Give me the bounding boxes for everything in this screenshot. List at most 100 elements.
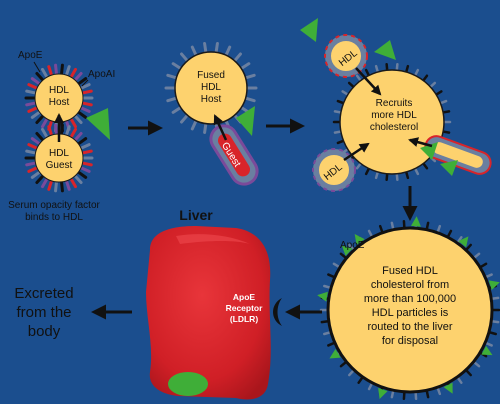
hdl-guest-label-1: HDL xyxy=(49,148,69,159)
guest-into-host-arrow xyxy=(213,114,228,141)
guest-apolipoprotein-spike xyxy=(41,178,48,189)
guest-apolipoprotein-spike xyxy=(25,161,37,167)
guest-apolipoprotein-spike xyxy=(30,171,41,179)
guest-apolipoprotein-spike xyxy=(54,123,58,135)
guest-apolipoprotein-spike xyxy=(65,125,71,136)
guest-apolipoprotein-spike xyxy=(60,123,64,135)
apoe-green-protein xyxy=(481,345,493,356)
apoe-green-protein xyxy=(354,234,365,246)
gallbladder xyxy=(168,372,208,396)
apoe-green-protein xyxy=(488,280,500,290)
stage-big-fused: ApoE Fused HDL cholesterol from more tha… xyxy=(317,216,500,401)
guest-apolipoprotein-spike xyxy=(27,166,38,173)
guest-apolipoprotein-spike xyxy=(35,131,44,141)
receptor-label-2: Receptor xyxy=(226,303,264,313)
recruits-label-3: cholesterol xyxy=(370,122,418,133)
guest-apolipoprotein-spike xyxy=(35,175,44,185)
big-particle-spikes xyxy=(317,216,500,401)
apoe-green-protein xyxy=(410,216,421,227)
apoai-pointer xyxy=(81,79,89,87)
small-hdl-bottom xyxy=(313,149,355,191)
hdl-host-label-1: HDL xyxy=(49,85,69,96)
host-apolipoprotein-spike xyxy=(77,77,88,85)
stage-fused-host: Guest Fused HDL Host xyxy=(164,41,259,186)
excreted-label-3: body xyxy=(28,323,61,340)
host-apolipoprotein-spike xyxy=(80,83,91,90)
host-apolipoprotein-spike xyxy=(30,111,41,119)
host-apolipoprotein-spike xyxy=(70,118,77,129)
host-apolipoprotein-spike xyxy=(80,106,91,113)
guest-apolipoprotein-spike xyxy=(70,127,77,138)
big-label-6: for disposal xyxy=(382,335,438,347)
small-hdl-bottom-ring xyxy=(312,148,356,192)
host-apolipoprotein-spike xyxy=(74,71,83,81)
green-protein-mid xyxy=(374,40,396,60)
receptor-label-1: ApoE xyxy=(233,292,256,302)
guest-apolipoprotein-spike xyxy=(81,161,93,167)
liver-organ: Liver ApoE Receptor (LDLR) xyxy=(146,207,282,400)
guest-apolipoprotein-spike xyxy=(80,143,91,150)
big-fused-particle xyxy=(326,226,494,394)
recruits-label-2: more HDL xyxy=(371,110,417,121)
host-apolipoprotein-spike xyxy=(54,63,58,75)
guest-apolipoprotein-spike xyxy=(27,143,38,150)
host-apolipoprotein-spike xyxy=(70,67,77,78)
host-apolipoprotein-spike xyxy=(35,115,44,125)
fused-label-1: Fused xyxy=(197,70,225,81)
big-label-1: Fused HDL xyxy=(382,265,438,277)
guest-apolipoprotein-spike xyxy=(65,180,71,191)
apoe-green-protein xyxy=(378,387,388,399)
host-apolipoprotein-spike xyxy=(47,65,53,76)
liver-highlight xyxy=(176,234,250,244)
host-apolipoprotein-spike xyxy=(81,89,93,95)
guest-apolipoprotein-spike xyxy=(47,125,53,136)
sof-protein-green xyxy=(86,108,110,140)
big-label-3: more than 100,000 xyxy=(364,293,456,305)
host-apolipoprotein-spike xyxy=(25,89,37,95)
stage-host-guest: HDL Host HDL Guest ApoE ApoAI Serum opac… xyxy=(8,50,115,223)
fused-hdl-host-particle xyxy=(174,51,248,125)
host-apolipoprotein-spike xyxy=(27,83,38,90)
host-apolipoprotein-spike xyxy=(65,65,71,76)
host-apolipoprotein-spike xyxy=(77,111,88,119)
host-apolipoprotein-spike xyxy=(60,63,64,75)
guest-apolipoprotein-spike xyxy=(41,127,48,138)
big-label-4: HDL particles is xyxy=(372,307,449,319)
apoe-receptor-marker xyxy=(273,298,282,326)
arrow-bottom-hdl-in xyxy=(343,142,370,162)
stage-recruiting: HDL HDL Recruits more HDL cholesterol xyxy=(300,18,492,192)
guest-apolipoprotein-spike xyxy=(70,178,77,189)
apoai-label: ApoAI xyxy=(88,69,115,80)
apoe-label-left: ApoE xyxy=(18,50,43,61)
sof-caption-2: binds to HDL xyxy=(25,212,83,223)
green-protein-right xyxy=(420,142,438,160)
guest-apolipoprotein-spike xyxy=(77,137,88,145)
host-apolipoprotein-spike xyxy=(25,101,37,107)
guest-apolipoprotein-spike xyxy=(47,180,53,191)
big-label-2: cholesterol from xyxy=(371,279,449,291)
arrow-right-hdl-in xyxy=(408,137,433,148)
guest-apolipoprotein-spike xyxy=(74,175,83,185)
guest-apolipoprotein-spike xyxy=(80,166,91,173)
host-apolipoprotein-spike xyxy=(30,77,41,85)
apoe-green-protein xyxy=(341,245,353,256)
guest-apolipoprotein-spike xyxy=(54,181,58,193)
liver-shape xyxy=(146,226,271,400)
sof-caption-1: Serum opacity factor xyxy=(8,200,100,211)
big-label-5: routed to the liver xyxy=(368,321,453,333)
sof-protein-green-2 xyxy=(236,106,255,136)
hdl-host-label-2: Host xyxy=(49,97,70,108)
host-guest-apolipoprotein-ring xyxy=(24,63,94,193)
small-hdl-top xyxy=(325,35,367,77)
apoe-label-right: ApoE xyxy=(340,240,365,251)
guest-apolipoprotein-spike xyxy=(60,181,64,193)
guest-apolipoprotein-spike xyxy=(81,149,93,155)
host-apolipoprotein-spike xyxy=(27,106,38,113)
apoe-pointer xyxy=(33,61,41,73)
guest-shell xyxy=(209,124,259,186)
guest-apolipoprotein-spike xyxy=(77,171,88,179)
recruits-label-1: Recruits xyxy=(376,98,413,109)
host-apolipoprotein-spike xyxy=(41,67,48,78)
